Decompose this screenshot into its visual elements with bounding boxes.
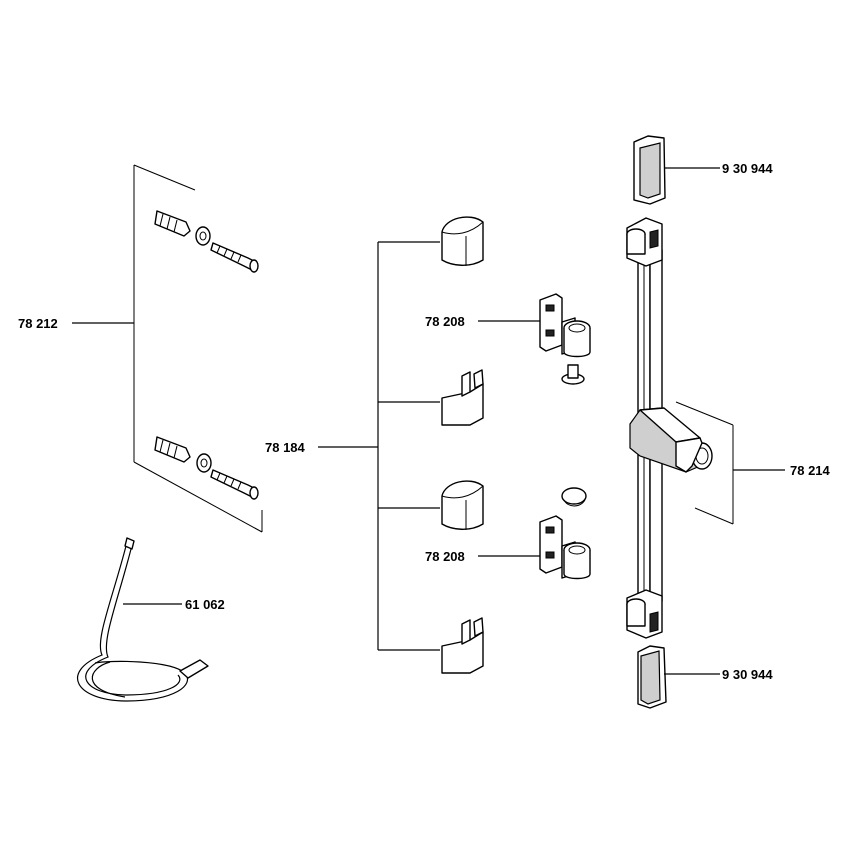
bracket-cover-3: [441, 480, 484, 530]
wall-plug-lower: [154, 436, 191, 463]
label-slide-rail: 78 214: [790, 463, 831, 478]
end-cap-top: [633, 135, 720, 205]
bracket-cover-2: [441, 369, 484, 426]
washer-lower: [196, 453, 212, 473]
end-cap-bottom: [637, 645, 720, 709]
label-holder-lower: 78 208: [425, 549, 465, 564]
wall-plug-set-group: [72, 164, 263, 533]
label-holder-upper: 78 208: [425, 314, 465, 329]
bracket-cover-1: [441, 216, 484, 266]
slide-rail: [626, 135, 785, 709]
rail-slider: [629, 407, 713, 473]
bracket-covers-group: [318, 216, 484, 674]
label-end-cap-bottom: 9 30 944: [722, 667, 773, 682]
screw-upper: [210, 242, 259, 273]
wall-holder-upper: [478, 293, 591, 385]
label-wall-plug-set: 78 212: [18, 316, 58, 331]
wall-holder-lower: [478, 487, 591, 580]
label-bracket-covers: 78 184: [265, 440, 306, 455]
screw-lower: [210, 469, 259, 500]
wall-plug-upper: [154, 210, 191, 237]
set-screw-upper: [561, 364, 585, 385]
washer-upper: [195, 226, 211, 246]
bracket-cover-4: [441, 617, 484, 674]
shower-hose: [77, 537, 209, 702]
cover-cap-lower-holder: [561, 487, 587, 507]
label-end-cap-top: 9 30 944: [722, 161, 773, 176]
label-shower-hose: 61 062: [185, 597, 225, 612]
